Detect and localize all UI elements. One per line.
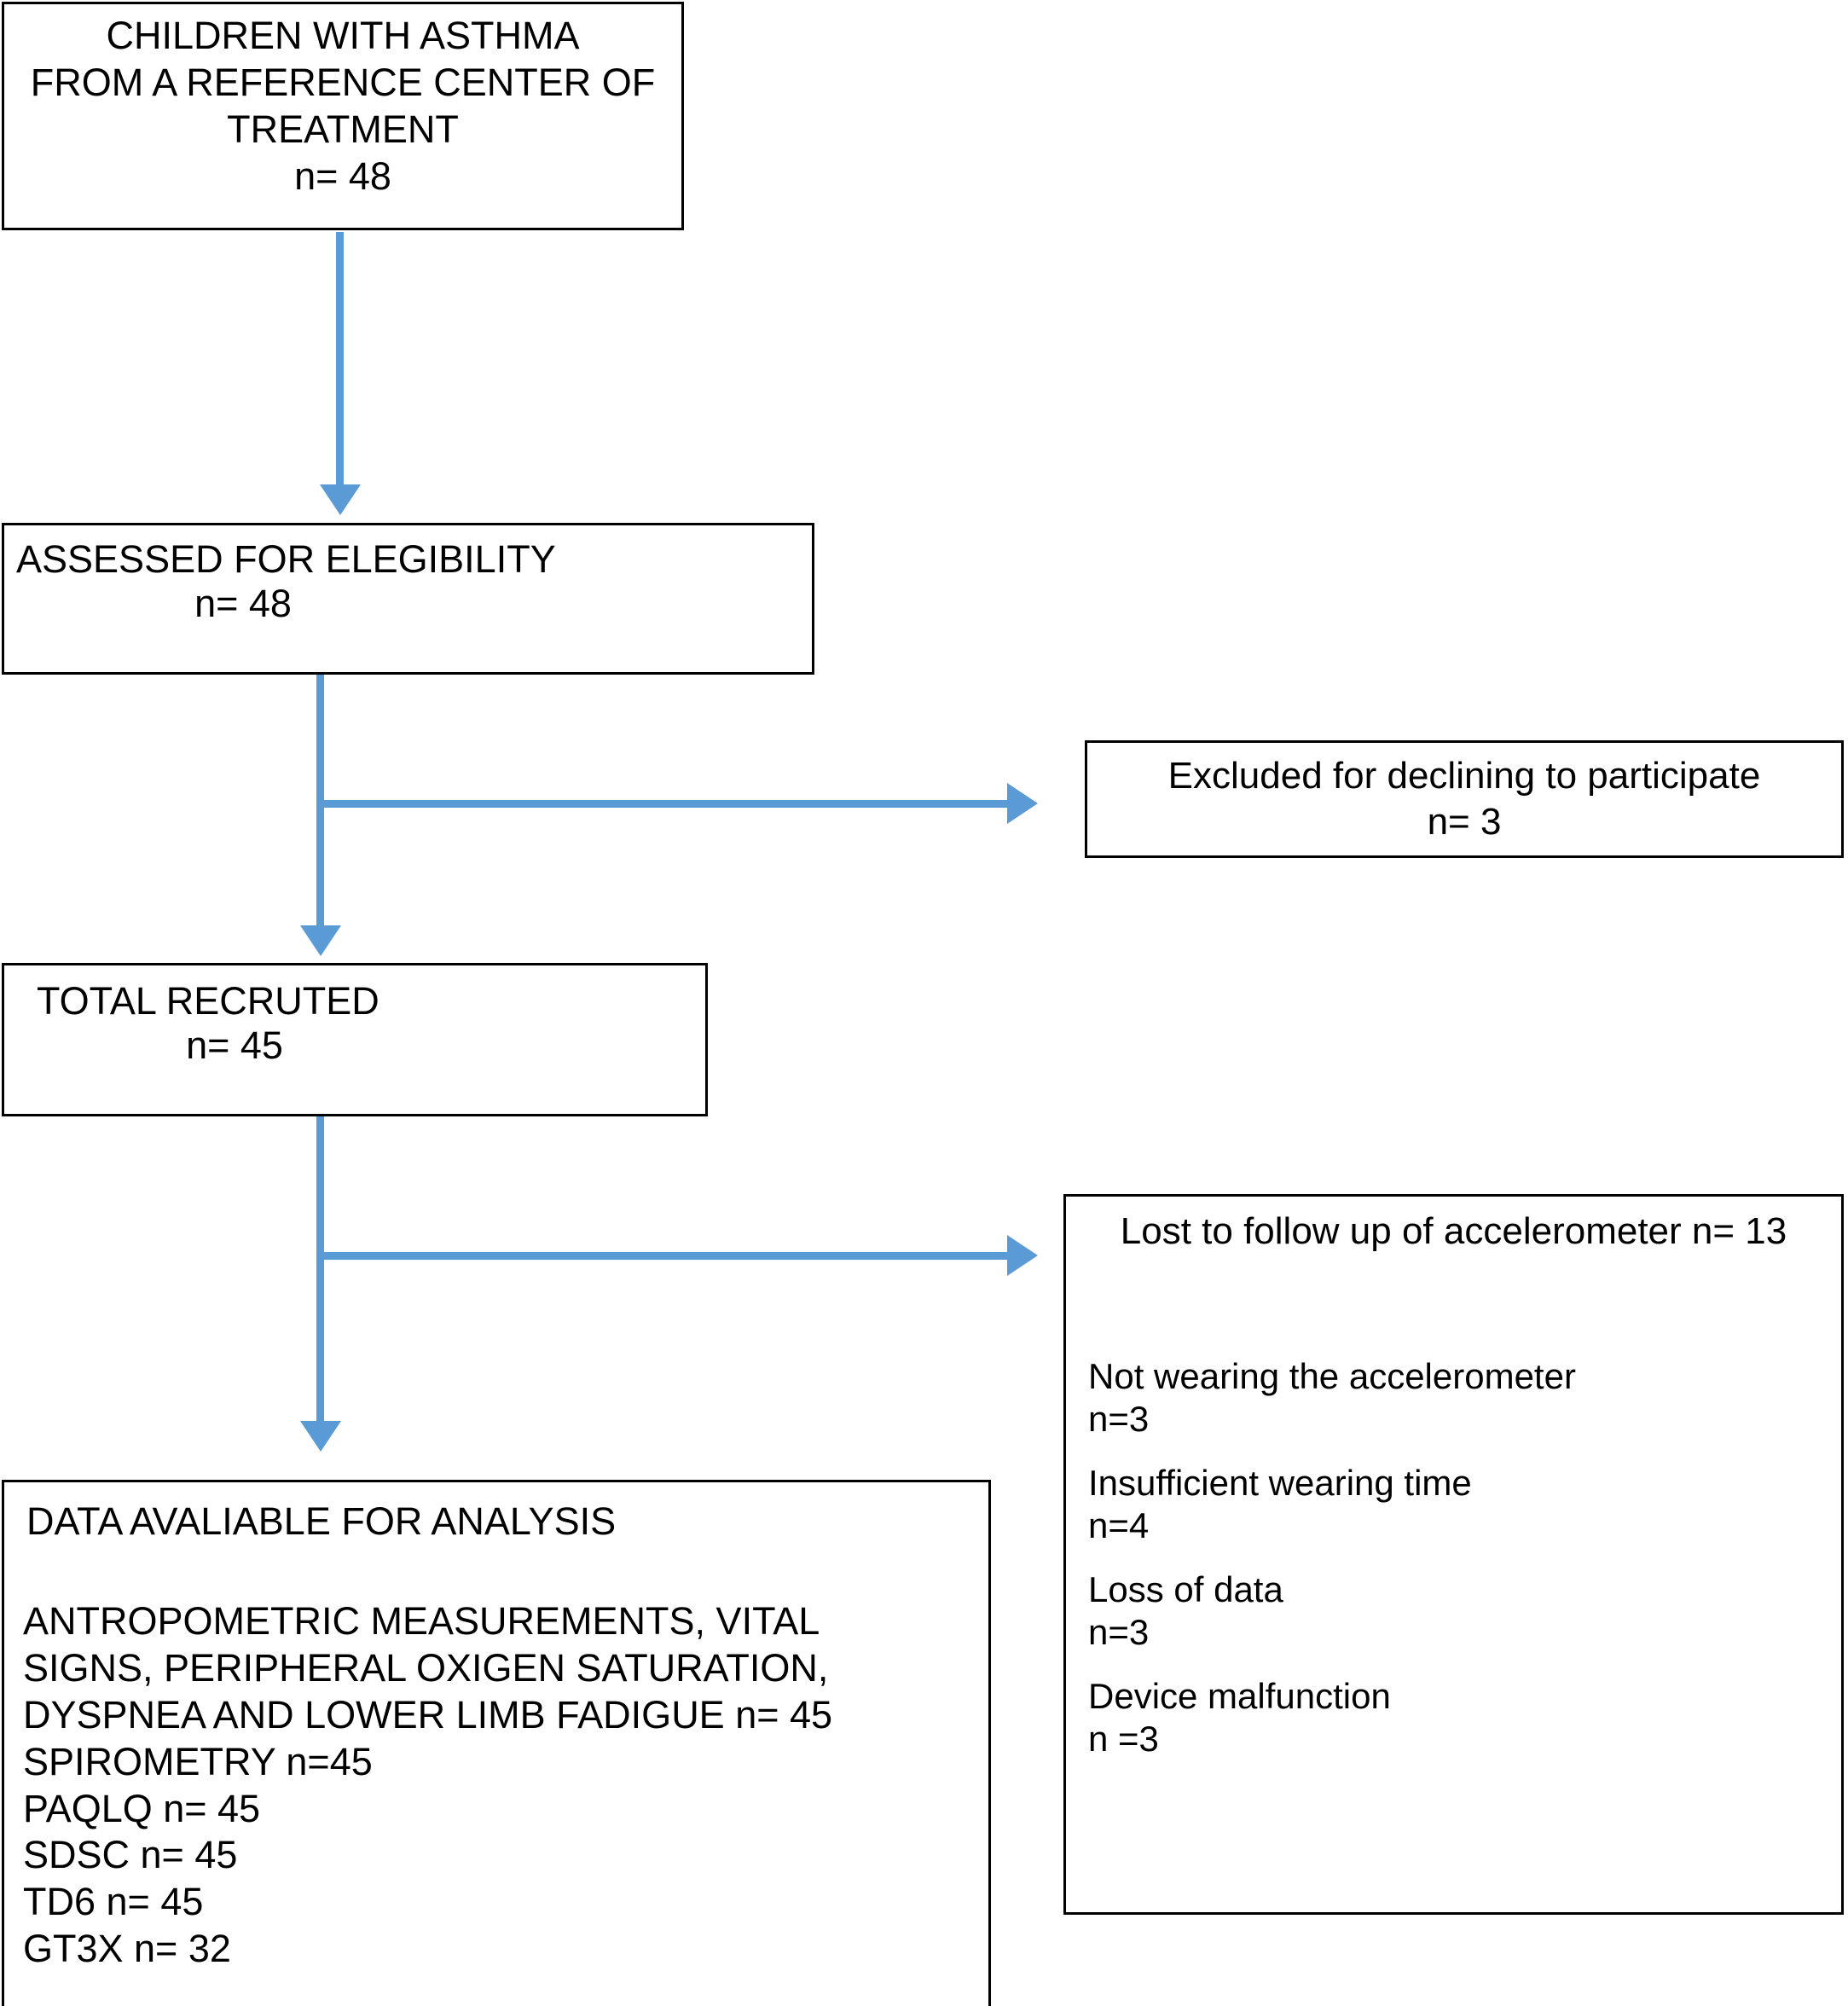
connector-stem-vertical — [316, 1116, 324, 1423]
reason-label: Not wearing the accelerometer — [1088, 1356, 1576, 1396]
analysis-line: ANTROPOMETRIC MEASUREMENTS, VITAL — [23, 1599, 820, 1643]
analysis-line: SPIROMETRY n=45 — [23, 1739, 373, 1783]
box-assessed-for-eligibility: ASSESSED FOR ELEGIBILITY n= 48 — [2, 523, 814, 675]
arrow-down-icon — [320, 484, 361, 515]
connector-stem-vertical — [336, 232, 344, 488]
reason-label: Insufficient wearing time — [1088, 1463, 1472, 1504]
box-lost-to-follow-up: Lost to follow up of accelerometer n= 13… — [1063, 1194, 1844, 1915]
analysis-line: SIGNS, PERIPHERAL OXIGEN SATURATION, — [23, 1645, 829, 1690]
reason-label: Loss of data — [1088, 1569, 1283, 1610]
reason-count: n=3 — [1088, 1398, 1150, 1439]
connector-stem-horizontal — [316, 1252, 1009, 1260]
lost-heading: Lost to follow up of accelerometer n= 13 — [1120, 1210, 1787, 1252]
box-children-with-asthma-source: CHILDREN WITH ASTHMA FROM A REFERENCE CE… — [2, 2, 684, 230]
box-total-recruited: TOTAL RECRUTED n= 45 — [2, 963, 708, 1116]
box-data-available-for-analysis: DATA AVALIABLE FOR ANALYSIS ANTROPOMETRI… — [2, 1480, 991, 2006]
source-box-text: CHILDREN WITH ASTHMA FROM A REFERENCE CE… — [30, 14, 656, 198]
analysis-line: PAQLQ n= 45 — [23, 1786, 261, 1830]
assessed-label: ASSESSED FOR ELEGIBILITY — [16, 537, 556, 581]
reason-label: Device malfunction — [1088, 1676, 1391, 1717]
reason-count: n=3 — [1088, 1611, 1150, 1652]
recruited-count: n= 45 — [186, 1023, 283, 1067]
analysis-heading: DATA AVALIABLE FOR ANALYSIS — [26, 1499, 617, 1543]
arrow-down-icon — [300, 925, 341, 956]
analysis-line: TD6 n= 45 — [23, 1880, 204, 1924]
lost-reason-list: Not wearing the accelerometer n=3 Insuff… — [1088, 1355, 1829, 1782]
list-item: Insufficient wearing time n=4 — [1088, 1462, 1829, 1546]
reason-count: n=4 — [1088, 1504, 1150, 1545]
recruited-label: TOTAL RECRUTED — [37, 979, 379, 1023]
arrow-right-icon — [1007, 783, 1038, 824]
analysis-line: DYSPNEA AND LOWER LIMB FADIGUE n= 45 — [23, 1692, 833, 1736]
arrow-right-icon — [1007, 1235, 1038, 1276]
assessed-count: n= 48 — [194, 582, 292, 625]
reason-count: n =3 — [1088, 1718, 1159, 1759]
list-item: Not wearing the accelerometer n=3 — [1088, 1355, 1829, 1440]
list-item: Device malfunction n =3 — [1088, 1675, 1829, 1760]
box-excluded-declining: Excluded for declining to participate n=… — [1085, 740, 1844, 858]
analysis-line: SDSC n= 45 — [23, 1833, 238, 1877]
analysis-line: GT3X n= 32 — [23, 1927, 231, 1971]
arrow-down-icon — [300, 1421, 341, 1452]
excluded-box-text: Excluded for declining to participate n=… — [1167, 755, 1761, 843]
connector-stem-horizontal — [316, 800, 1009, 808]
list-item: Loss of data n=3 — [1088, 1568, 1829, 1653]
analysis-line-list: ANTROPOMETRIC MEASUREMENTS, VITAL SIGNS,… — [23, 1598, 975, 1973]
